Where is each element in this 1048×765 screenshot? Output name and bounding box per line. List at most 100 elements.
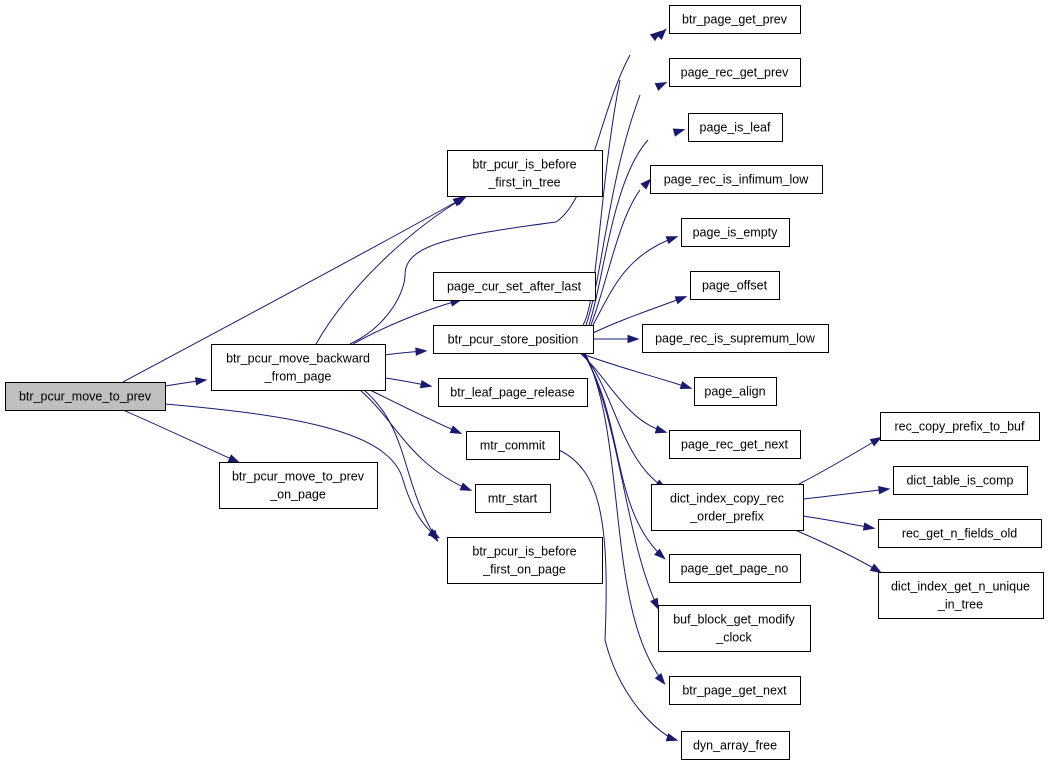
node-dict-index-copy-rec-order-prefix[interactable]: dict_index_copy_rec_order_prefix: [651, 484, 804, 531]
node-label: dict_index_get_n_unique: [891, 580, 1030, 594]
node-page-cur-set-after-last[interactable]: page_cur_set_after_last: [433, 272, 596, 301]
edge-arrowhead: [627, 334, 640, 344]
node-box[interactable]: [447, 537, 603, 584]
node-box[interactable]: [642, 324, 829, 353]
node-buf-block-get-modify-clock[interactable]: buf_block_get_modify_clock: [658, 605, 811, 652]
edge-arrowhead: [654, 548, 666, 560]
node-label: rec_get_n_fields_old: [902, 527, 1017, 541]
edge-btr-pcur-move-backward-from-page-to-mtr-commit: [369, 389, 463, 435]
node-box[interactable]: [658, 605, 811, 652]
node-btr-page-get-next[interactable]: btr_page_get_next: [669, 676, 801, 705]
node-label: btr_page_get_next: [682, 684, 787, 698]
node-btr-pcur-store-position[interactable]: btr_pcur_store_position: [433, 325, 594, 354]
edge-line: [582, 352, 665, 559]
node-page-align[interactable]: page_align: [694, 377, 777, 406]
node-page-offset[interactable]: page_offset: [690, 271, 780, 300]
edge-btr-pcur-store-position-to-page-is-empty: [592, 236, 679, 326]
edge-line: [352, 299, 461, 345]
node-label: page_offset: [702, 279, 768, 293]
edge-btr-pcur-move-backward-from-page-to-btr-pcur-is-before-first-in-tree: [315, 195, 468, 345]
node-box[interactable]: [447, 150, 603, 197]
node-label: _in_tree: [937, 598, 983, 612]
node-box[interactable]: [669, 58, 801, 87]
node-page-is-leaf[interactable]: page_is_leaf: [688, 113, 783, 142]
edge-line: [592, 296, 686, 334]
node-box[interactable]: [651, 484, 804, 531]
node-label: btr_pcur_is_before: [472, 545, 576, 559]
node-box[interactable]: [690, 271, 780, 300]
node-label: dict_table_is_comp: [906, 474, 1013, 488]
edge-arrowhead: [869, 563, 883, 574]
edge-line: [122, 409, 239, 463]
node-box[interactable]: [669, 5, 801, 34]
edge-arrowhead: [449, 425, 463, 435]
edge-arrowhead: [654, 81, 668, 91]
node-rec-get-n-fields-old[interactable]: rec_get_n_fields_old: [878, 519, 1042, 548]
node-box[interactable]: [669, 554, 801, 583]
edge-dict-index-copy-rec-order-prefix-to-rec-copy-prefix-to-buf: [798, 436, 883, 485]
edge-btr-pcur-move-to-prev-to-btr-pcur-move-backward-from-page: [164, 377, 208, 387]
node-box[interactable]: [219, 462, 378, 509]
node-box[interactable]: [438, 378, 588, 407]
node-btr-leaf-page-release[interactable]: btr_leaf_page_release: [438, 378, 588, 407]
node-page-rec-is-supremum-low[interactable]: page_rec_is_supremum_low: [642, 324, 829, 353]
edge-line: [579, 352, 666, 433]
node-label: btr_pcur_move_to_prev: [232, 470, 365, 484]
node-box[interactable]: [5, 382, 166, 411]
node-label: btr_pcur_store_position: [448, 333, 579, 347]
node-btr-page-get-prev[interactable]: btr_page_get_prev: [669, 5, 801, 34]
node-label: page_align: [704, 385, 765, 399]
node-page-get-page-no[interactable]: page_get_page_no: [669, 554, 801, 583]
node-box[interactable]: [878, 519, 1042, 548]
node-box[interactable]: [466, 431, 560, 460]
node-label: btr_pcur_move_to_prev: [19, 390, 152, 404]
node-mtr-start[interactable]: mtr_start: [475, 484, 551, 513]
node-box[interactable]: [211, 344, 386, 391]
edge-arrowhead: [679, 381, 693, 390]
edge-dict-index-copy-rec-order-prefix-to-rec-get-n-fields-old: [802, 515, 876, 531]
node-box[interactable]: [688, 113, 783, 142]
edge-line: [581, 352, 666, 489]
node-box[interactable]: [878, 572, 1044, 619]
node-page-rec-get-prev[interactable]: page_rec_get_prev: [669, 58, 801, 87]
node-box[interactable]: [681, 218, 790, 247]
node-label: dyn_array_free: [693, 739, 777, 753]
node-dict-index-get-n-unique-in-tree[interactable]: dict_index_get_n_unique _in_tree: [878, 572, 1044, 619]
node-page-is-empty[interactable]: page_is_empty: [681, 218, 790, 247]
node-rec-copy-prefix-to-buf[interactable]: rec_copy_prefix_to_buf: [880, 412, 1040, 441]
node-dict-table-is-comp[interactable]: dict_table_is_comp: [893, 466, 1028, 495]
node-box[interactable]: [669, 430, 801, 459]
node-box[interactable]: [880, 412, 1040, 441]
node-label: page_is_leaf: [700, 121, 771, 135]
edge-arrowhead: [878, 485, 891, 495]
node-btr-pcur-move-to-prev-on-page[interactable]: btr_pcur_move_to_prev_on_page: [219, 462, 378, 509]
node-label: _clock: [715, 631, 752, 645]
edge-line: [315, 196, 466, 345]
node-box[interactable]: [694, 377, 777, 406]
node-btr-pcur-move-to-prev[interactable]: btr_pcur_move_to_prev: [5, 382, 166, 411]
edge-arrowhead: [454, 195, 468, 206]
node-box[interactable]: [893, 466, 1028, 495]
node-box[interactable]: [433, 272, 596, 301]
nodes-layer: btr_pcur_move_to_prevbtr_pcur_is_before_…: [5, 5, 1044, 760]
node-box[interactable]: [681, 731, 790, 760]
node-mtr-commit[interactable]: mtr_commit: [466, 431, 560, 460]
node-page-rec-is-infimum-low[interactable]: page_rec_is_infimum_low: [650, 165, 823, 194]
node-box[interactable]: [669, 676, 801, 705]
node-page-rec-get-next[interactable]: page_rec_get_next: [669, 430, 801, 459]
edge-arrowhead: [415, 347, 428, 356]
node-dyn-array-free[interactable]: dyn_array_free: [681, 731, 790, 760]
edge-line: [585, 94, 641, 326]
edge-btr-pcur-store-position-to-dict-index-copy-rec-order-prefix: [581, 352, 668, 490]
node-box[interactable]: [650, 165, 823, 194]
node-box[interactable]: [475, 484, 551, 513]
node-box[interactable]: [433, 325, 594, 354]
edge-btr-pcur-store-position-to-page-rec-get-next: [579, 352, 668, 434]
edge-line: [592, 236, 677, 326]
node-btr-pcur-is-before-first-in-tree[interactable]: btr_pcur_is_before_first_in_tree: [447, 150, 603, 197]
edge-mtr-commit-to-dyn-array-free: [558, 449, 679, 742]
node-btr-pcur-move-backward-from-page[interactable]: btr_pcur_move_backward_from_page: [211, 344, 386, 391]
edge-line: [588, 139, 649, 326]
node-btr-pcur-is-before-first-on-page[interactable]: btr_pcur_is_before_first_on_page: [447, 537, 603, 584]
